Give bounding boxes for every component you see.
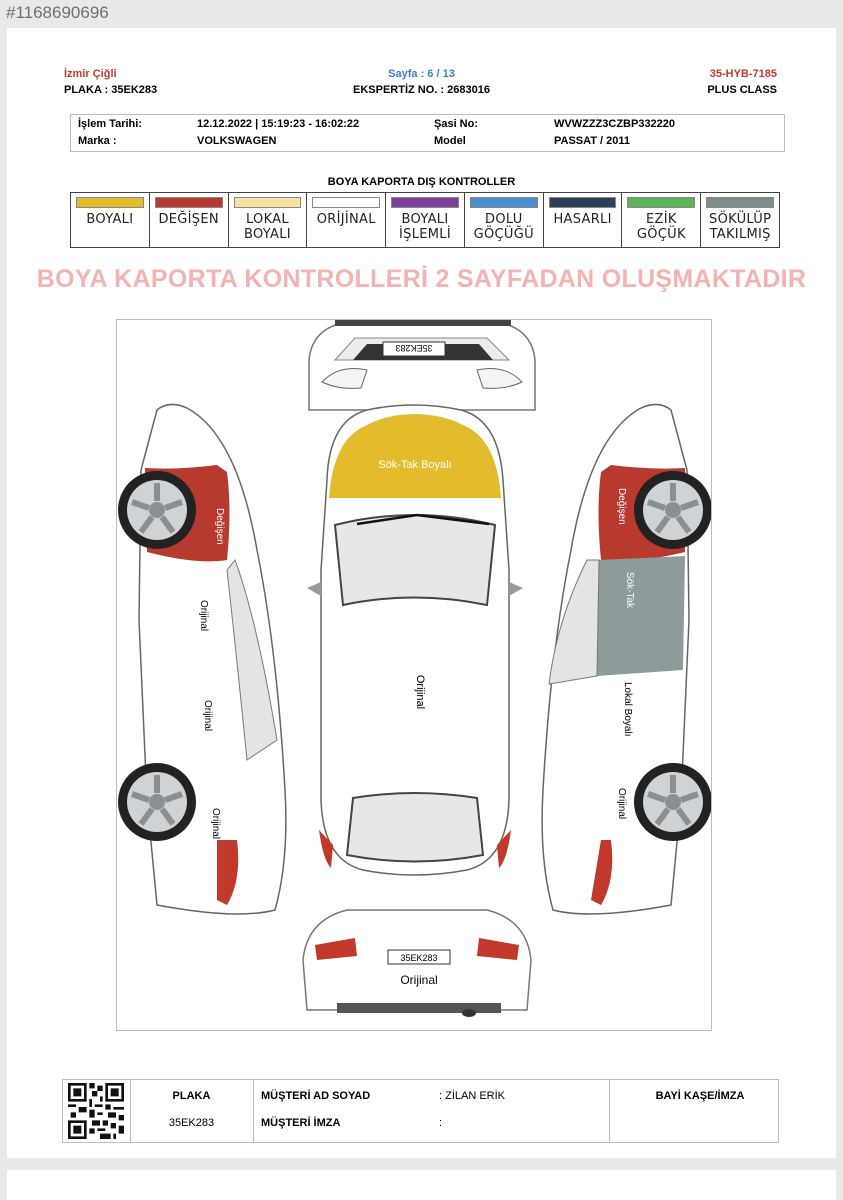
right-rear-door-label: Lokal Boyalı bbox=[622, 682, 633, 736]
legend-swatch bbox=[76, 197, 144, 208]
legend-label-line2: BOYALI bbox=[243, 227, 291, 242]
legend-label-line1: HASARLI bbox=[553, 212, 612, 227]
brand-value: VOLKSWAGEN bbox=[197, 135, 277, 147]
legend-item: BOYALI bbox=[71, 193, 150, 247]
package-name: PLUS CLASS bbox=[707, 84, 777, 96]
car-diagram: 35EK283 Sök-Tak Boyalı Orijinal bbox=[116, 319, 712, 1031]
right-front-door bbox=[597, 556, 685, 676]
front-view: 35EK283 bbox=[308, 320, 536, 411]
footer-table: PLAKA 35EK283 MÜŞTERİ AD SOYAD : ZİLAN E… bbox=[62, 1079, 779, 1143]
qr-code-icon bbox=[68, 1083, 124, 1139]
rear-label: Orijinal bbox=[400, 973, 437, 987]
brand-label: Marka : bbox=[78, 135, 117, 147]
left-fender-label: Değişen bbox=[214, 508, 225, 545]
legend-swatch bbox=[469, 197, 538, 208]
city: İzmir Çiğli bbox=[64, 68, 117, 80]
right-side-view: Değişen Sök-Tak Lokal Boyalı Orijinal bbox=[541, 403, 711, 915]
legend-label-line1: BOYALI bbox=[401, 212, 449, 227]
legend-label: BOYALI bbox=[71, 212, 149, 227]
legend-swatch bbox=[706, 197, 775, 208]
rear-plate: 35EK283 bbox=[400, 953, 437, 963]
top-view: Sök-Tak Boyalı Orijinal bbox=[307, 404, 523, 876]
left-rear-fender-label: Orijinal bbox=[210, 808, 221, 839]
legend-label-line1: BOYALI bbox=[86, 212, 134, 227]
legend-swatch bbox=[548, 197, 617, 208]
legend-swatch bbox=[312, 197, 381, 208]
legend-label-line1: DEĞİŞEN bbox=[158, 212, 219, 227]
legend-label-line2: TAKILMIŞ bbox=[709, 227, 771, 242]
right-front-door-label: Sök-Tak bbox=[624, 572, 635, 609]
legend-swatch bbox=[391, 197, 459, 208]
plate-line: PLAKA : 35EK283 bbox=[64, 84, 158, 96]
page-number: Sayfa : 6 / 13 bbox=[388, 68, 455, 80]
rear-view: 35EK283 Orijinal bbox=[302, 909, 532, 1017]
left-rear-door-label: Orijinal bbox=[202, 700, 213, 731]
dealer-label: BAYİ KAŞE/İMZA bbox=[655, 1090, 745, 1102]
front-plate: 35EK283 bbox=[395, 343, 432, 353]
legend-label-line2: GÖÇÜK bbox=[636, 227, 686, 242]
legend-item: ORİJİNAL bbox=[307, 193, 387, 247]
footer-plate-label: PLAKA bbox=[172, 1090, 211, 1102]
legend-label-line2: İŞLEMLİ bbox=[399, 227, 451, 242]
legend-swatch bbox=[233, 197, 302, 208]
legend-label-line1: ORİJİNAL bbox=[316, 212, 376, 227]
model-value: PASSAT / 2011 bbox=[554, 135, 631, 147]
footer-plate-value: 35EK283 bbox=[168, 1117, 215, 1129]
legend-title: BOYA KAPORTA DIŞ KONTROLLER bbox=[327, 176, 516, 188]
legend-item: DEĞİŞEN bbox=[150, 193, 229, 247]
customer-value: : ZİLAN ERİK bbox=[439, 1090, 506, 1102]
signature-value: : bbox=[439, 1117, 443, 1129]
legend-label: HASARLI bbox=[544, 212, 622, 227]
legend-label-line1: DOLU bbox=[485, 212, 523, 227]
chassis-label: Şasi No: bbox=[434, 118, 479, 130]
legend-label-line1: SÖKÜLÜP bbox=[709, 212, 772, 227]
legend-swatch bbox=[154, 197, 223, 208]
customer-label: MÜŞTERİ AD SOYAD bbox=[261, 1090, 371, 1102]
right-fender-label: Değişen bbox=[616, 488, 627, 525]
next-page-edge bbox=[7, 1170, 836, 1200]
left-side-view: Değişen Orijinal Orijinal Orijinal bbox=[118, 403, 287, 915]
report-page: İzmir Çiğli PLAKA : 35EK283 Sayfa : 6 / … bbox=[7, 28, 836, 1158]
date-label: İşlem Tarihi: bbox=[78, 118, 142, 130]
legend-label: ORİJİNAL bbox=[307, 212, 385, 227]
legend-label-line1: LOKAL bbox=[245, 212, 289, 227]
roof-label: Orijinal bbox=[414, 675, 426, 709]
hood-label: Sök-Tak Boyalı bbox=[378, 459, 451, 471]
listing-id: #1168690696 bbox=[6, 3, 109, 22]
chassis-value: WVWZZZ3CZBP332220 bbox=[554, 118, 676, 130]
right-rear-fender-label: Orijinal bbox=[616, 788, 627, 819]
signature-label: MÜŞTERİ İMZA bbox=[261, 1117, 341, 1129]
legend-item: HASARLI bbox=[544, 193, 623, 247]
report-code: 35-HYB-7185 bbox=[709, 68, 777, 80]
expertise-no: EKSPERTİZ NO. : 2683016 bbox=[353, 84, 490, 96]
legend-label-line1: EZİK bbox=[646, 212, 677, 227]
legend-label: DEĞİŞEN bbox=[150, 212, 228, 227]
model-label: Model bbox=[434, 135, 466, 147]
hood-yellow bbox=[329, 414, 501, 498]
date-value: 12.12.2022 | 15:19:23 - 16:02:22 bbox=[197, 118, 360, 130]
vehicle-info-box: İşlem Tarihi: 12.12.2022 | 15:19:23 - 16… bbox=[70, 114, 785, 152]
notice-banner: BOYA KAPORTA KONTROLLERİ 2 SAYFADAN OLUŞ… bbox=[36, 265, 807, 293]
car-diagram-svg: 35EK283 Sök-Tak Boyalı Orijinal bbox=[117, 320, 711, 1017]
legend-label-line2: GÖÇÜĞÜ bbox=[473, 227, 534, 242]
left-front-door-label: Orijinal bbox=[198, 600, 209, 631]
legend-swatch bbox=[627, 197, 696, 208]
